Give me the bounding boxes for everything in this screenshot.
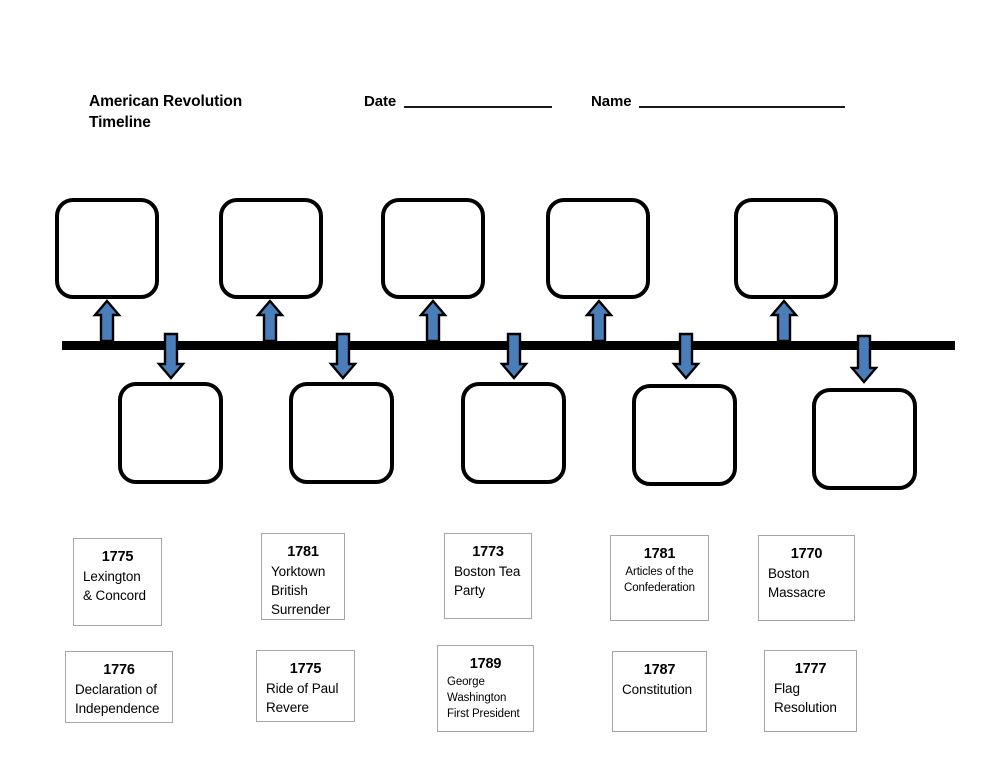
arrow-up-icon-4 [584,299,614,343]
top-slot-5[interactable] [734,198,838,299]
name-input[interactable] [639,106,846,108]
word-card-year: 1773 [472,544,504,560]
word-card-year: 1787 [643,662,676,678]
word-card-event: Lexington& Concord [83,569,146,603]
arrow-down-icon-5 [849,334,879,384]
word-card-r1-c1[interactable]: 1775 Lexington& Concord [73,538,162,626]
word-card-year: 1789 [469,656,502,672]
word-card-year: 1775 [101,549,134,565]
page-title: American Revolution Timeline [89,91,319,133]
bottom-slot-2[interactable] [289,382,394,484]
arrow-down-icon-2 [328,332,358,380]
date-input[interactable] [404,106,553,108]
bottom-slot-5[interactable] [812,388,917,490]
arrow-up-icon-5 [769,299,799,343]
word-card-year: 1776 [103,662,135,678]
arrow-down-icon-3 [499,332,529,380]
top-slot-4[interactable] [546,198,650,299]
word-card-year: 1777 [794,661,827,677]
top-slot-3[interactable] [381,198,485,299]
top-slot-2[interactable] [219,198,323,299]
top-slot-1[interactable] [55,198,159,299]
word-card-year: 1775 [289,661,322,677]
arrow-up-icon-3 [418,299,448,343]
date-label: Date [364,93,397,110]
arrow-up-icon-1 [92,299,122,343]
arrow-up-icon-2 [255,299,285,343]
bottom-slot-1[interactable] [118,382,223,484]
arrow-down-icon-4 [671,332,701,380]
word-card-year: 1781 [287,544,319,560]
arrow-down-icon-1 [156,332,186,380]
page-title-line-1: American Revolution [89,93,243,110]
bottom-slot-3[interactable] [461,382,566,484]
word-card-r2-c4[interactable]: 1787 Constitution [612,651,707,732]
word-card-year: 1770 [790,546,823,562]
bottom-slot-4[interactable] [632,384,737,486]
date-field: Date [364,93,553,110]
name-label: Name [591,93,632,110]
page-title-line-2: Timeline [89,114,151,131]
word-card-event: Constitution [622,682,693,697]
word-card-year: 1781 [643,546,676,562]
name-field: Name [591,93,846,110]
